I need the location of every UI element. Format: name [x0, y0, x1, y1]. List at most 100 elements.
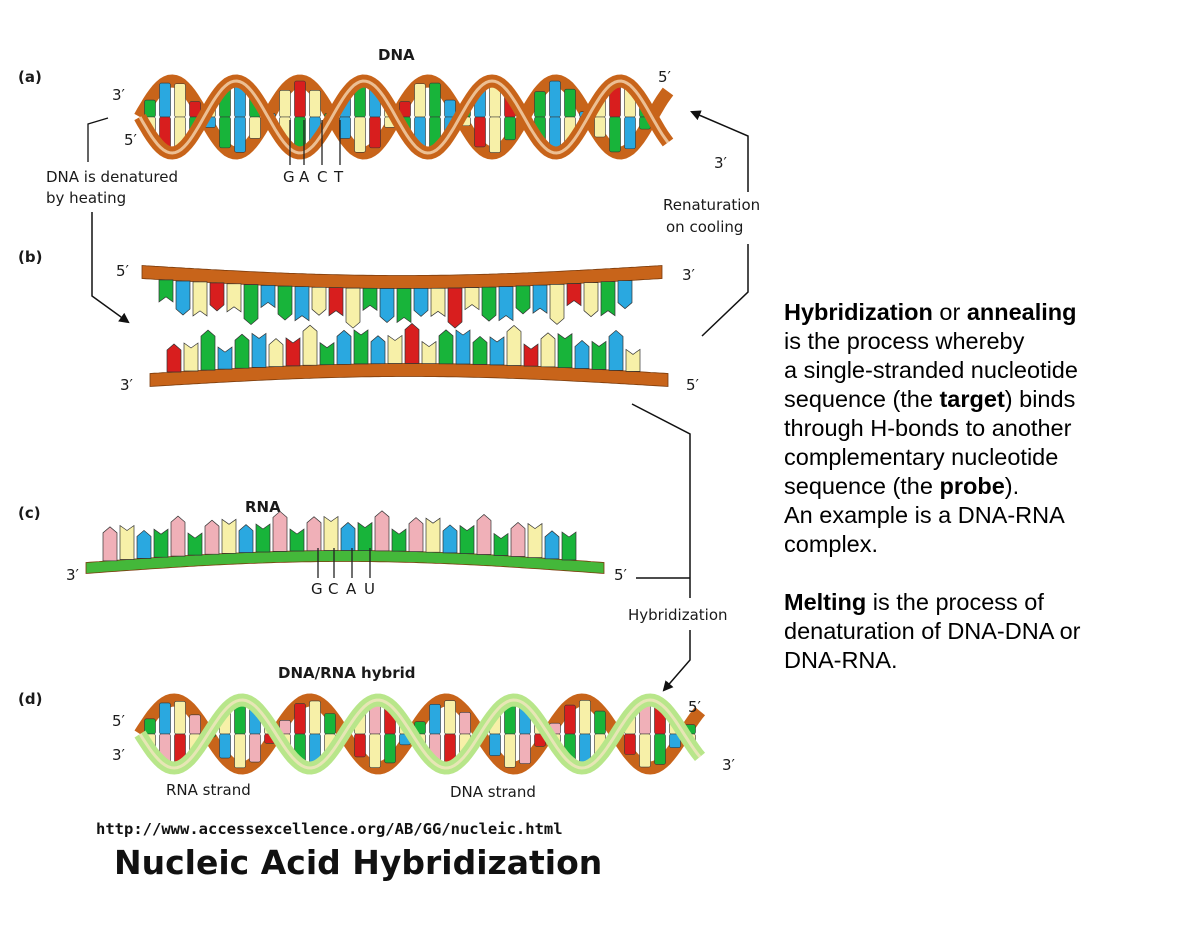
base-block [534, 91, 546, 118]
panel-b-tag: (b) [18, 248, 42, 266]
base-label-c: C [317, 168, 327, 186]
base-block [144, 99, 156, 118]
base-block [260, 285, 276, 309]
base-block [294, 703, 306, 735]
base-block [429, 82, 441, 118]
helix-a-end-top-left: 3′ [112, 86, 126, 104]
explanation-text: Hybridization or annealing is the proces… [784, 298, 1184, 675]
base-block [204, 519, 220, 555]
panel-a-title: DNA [378, 46, 415, 64]
base-block [219, 733, 231, 759]
base-block [159, 702, 171, 735]
base-block [370, 335, 386, 365]
base-block [339, 116, 351, 139]
base-block [617, 280, 633, 310]
base-block [255, 523, 271, 553]
base-block [234, 116, 246, 153]
base-block [591, 340, 607, 370]
hybridization-bracket [631, 403, 691, 598]
base-block [354, 116, 366, 153]
diagram-title: Nucleic Acid Hybridization [114, 843, 602, 882]
base-block [324, 713, 336, 735]
base-block [323, 515, 339, 551]
base-block [544, 530, 560, 560]
renature-label-line1: Renaturation [663, 196, 760, 214]
base-block [187, 532, 203, 556]
base-block [561, 531, 577, 561]
base-block [425, 517, 441, 553]
melting-definition: Melting is the process of denaturation o… [784, 589, 1081, 673]
base-block [309, 90, 321, 118]
base-label-a: A [299, 168, 310, 186]
source-url: http://www.accessexcellence.org/AB/GG/nu… [96, 820, 563, 838]
base-block [302, 324, 318, 366]
base-block [272, 510, 288, 552]
rna-strand [85, 510, 605, 574]
base-block [579, 700, 591, 735]
base-block [455, 329, 471, 365]
denature-label-line1: DNA is denatured [46, 168, 178, 186]
panel-c-title: RNA [245, 498, 281, 516]
base-block [249, 116, 261, 139]
base-block [340, 522, 356, 551]
separated-dna-strands [141, 265, 669, 387]
base-block [277, 285, 293, 321]
base-block [166, 343, 182, 373]
helix-d-end-bottom-left: 3′ [112, 746, 126, 764]
base-block [309, 700, 321, 735]
base-block [442, 524, 458, 554]
base-block [345, 287, 361, 329]
base-block [566, 283, 582, 307]
base-block [357, 521, 373, 551]
base-block [234, 333, 250, 369]
base-block [170, 515, 186, 557]
panel-d-tag: (d) [18, 690, 42, 708]
base-block [504, 733, 516, 768]
dna-double-helix [134, 74, 674, 160]
base-block [564, 88, 576, 118]
base-block [243, 284, 259, 326]
helix-d-end-top-left: 5′ [112, 712, 126, 730]
panel-a-tag: (a) [18, 68, 42, 86]
base-block [362, 287, 378, 311]
base-block [158, 279, 174, 303]
strand-b-top-right-end: 3′ [682, 266, 696, 284]
base-block [408, 517, 424, 552]
base-block [506, 325, 522, 366]
base-block [438, 329, 454, 365]
base-block [336, 329, 352, 365]
base-block [174, 700, 186, 735]
rna-base-pointer-lines [317, 548, 371, 578]
base-block [391, 528, 407, 552]
base-block [510, 522, 526, 557]
base-block [444, 700, 456, 735]
base-block [234, 733, 246, 769]
base-block [624, 116, 636, 150]
base-block [294, 80, 306, 118]
base-block [119, 524, 135, 560]
helix-a-end-bottom-right: 3′ [714, 154, 728, 172]
base-block [523, 343, 539, 367]
base-block [311, 286, 327, 316]
base-block [498, 286, 514, 322]
panel-c: (c) RNA 3′ 5′ G C A U [18, 498, 628, 598]
base-block [564, 704, 576, 735]
base-block [549, 80, 561, 118]
base-block [200, 329, 216, 371]
base-block [226, 283, 242, 313]
strand-b-bottom-right-end: 5′ [686, 376, 700, 394]
base-block [153, 528, 169, 558]
base-block [414, 83, 426, 118]
base-block [353, 329, 369, 365]
hybridization-label: Hybridization [628, 606, 728, 624]
term-target: target [939, 386, 1005, 412]
base-block [354, 733, 366, 758]
term-probe: probe [939, 473, 1005, 499]
renature-arrow-upper [690, 110, 749, 192]
panel-b: (b) 5′ 3′ 3′ 5′ [18, 248, 700, 394]
base-block [515, 285, 531, 315]
helix-a-end-bottom-left: 5′ [124, 131, 138, 149]
helix-d-end-bottom-right: 3′ [722, 756, 736, 774]
base-block [209, 282, 225, 312]
base-block [669, 733, 681, 749]
